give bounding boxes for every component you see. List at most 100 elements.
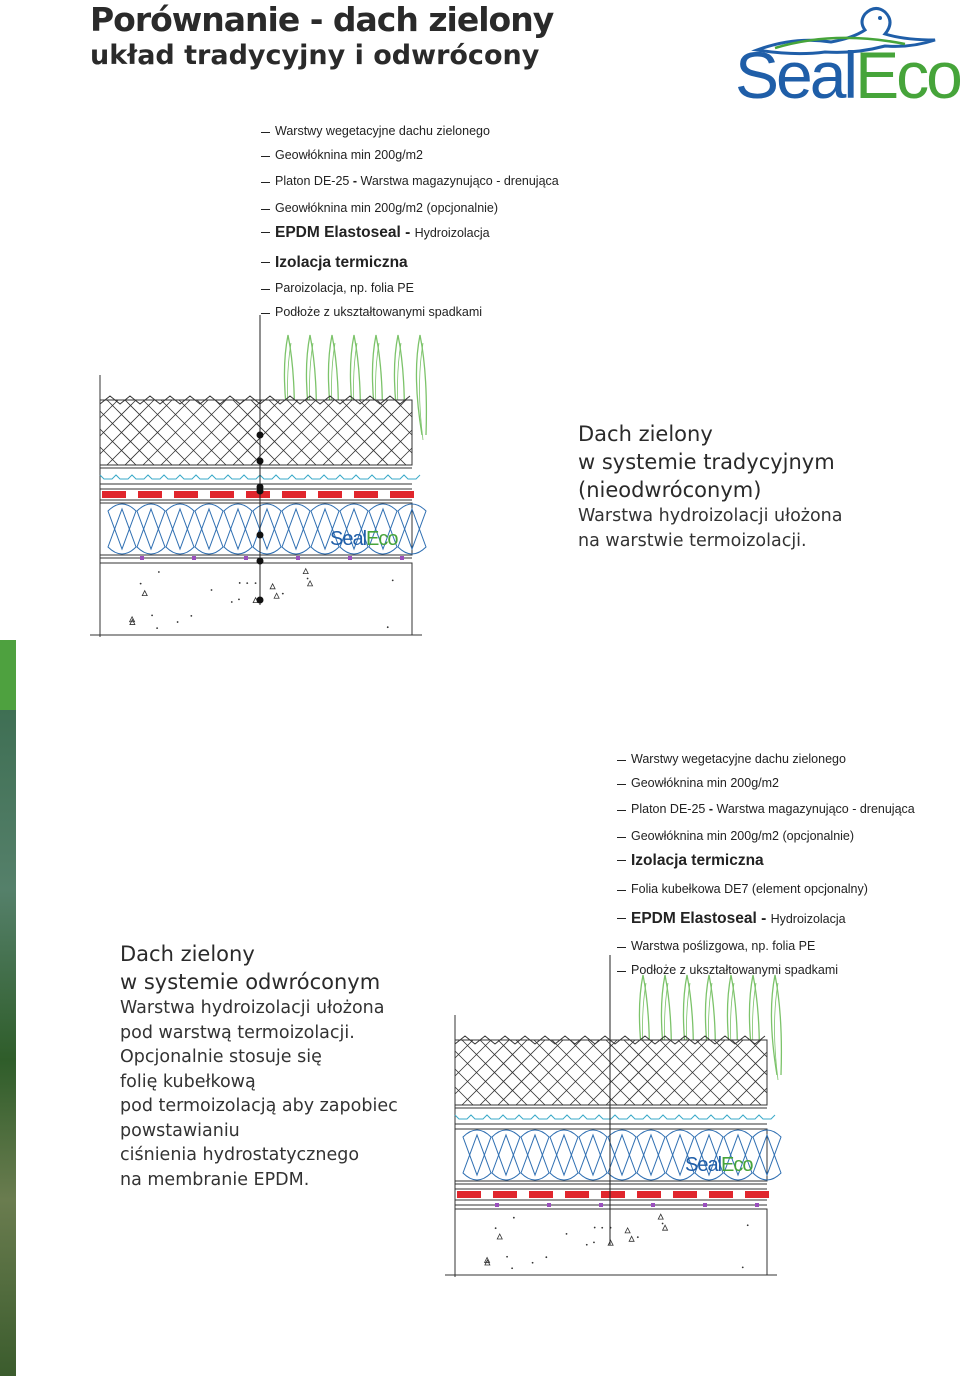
- page-title: Porównanie - dach zielony: [90, 0, 554, 39]
- insulation-loop: [520, 1133, 550, 1181]
- insulation-loop: [281, 507, 311, 555]
- layer-name: Platon DE-25: [631, 802, 706, 816]
- foil-marker: [244, 556, 248, 560]
- hatch-line: [454, 1086, 474, 1106]
- layer-callout: EPDM Elastoseal - Hydroizolacja: [261, 224, 490, 242]
- layer-name: Geowłóknina min 200g/m2: [631, 776, 779, 790]
- insulation-loop: [462, 1129, 492, 1177]
- inverted-heading-2: w systemie odwróconym: [120, 970, 381, 994]
- hatch-line: [160, 399, 227, 466]
- aggregate-mark: [657, 1213, 664, 1220]
- hatch-line: [124, 399, 191, 466]
- plant-blade: [770, 974, 783, 1076]
- thermal-insulation: SealEco: [454, 1128, 782, 1182]
- epdm-segment: [210, 491, 234, 498]
- layer-callout: Platon DE-25 - Warstwa magazynująco - dr…: [261, 174, 559, 188]
- insulation-loop: [520, 1129, 550, 1177]
- foil-marker: [348, 556, 352, 560]
- hatch-line: [232, 399, 299, 466]
- insulation-brand-mark: SealEco: [330, 528, 398, 550]
- aggregate-dot: [545, 1256, 548, 1259]
- insulation-loop: [310, 507, 340, 555]
- layer-name: Geowłóknina min 200g/m2 (opcjonalnie): [275, 201, 499, 215]
- hatch-line: [454, 1039, 474, 1059]
- traditional-heading-3: (nieodwróconym): [578, 478, 762, 502]
- aggregate-mark: [624, 1226, 631, 1234]
- hatch-line: [623, 1039, 690, 1106]
- aggregate-dot: [157, 571, 160, 573]
- layer-callout: Geowłóknina min 200g/m2 (opcjonalnie): [617, 829, 854, 843]
- leader-tick: [261, 182, 270, 183]
- aggregate-mark: [661, 1224, 669, 1231]
- hatch-line: [99, 399, 119, 419]
- epdm-segment: [673, 1191, 697, 1198]
- hatch-line: [731, 1069, 768, 1106]
- hatch-line: [605, 1039, 672, 1106]
- layer-dash: -: [405, 224, 411, 241]
- foil-marker: [599, 1203, 603, 1207]
- leader-tick: [617, 784, 626, 785]
- foil-marker: [296, 556, 300, 560]
- leader-dot: [256, 431, 264, 439]
- hatch-line: [268, 399, 335, 466]
- hatch-line: [454, 1039, 492, 1077]
- epdm-segment: [354, 491, 378, 498]
- hatch-line: [376, 429, 413, 466]
- epdm-segment: [529, 1191, 553, 1198]
- leader-tick: [617, 837, 626, 838]
- layer-name: Izolacja termiczna: [631, 852, 764, 869]
- aggregate-mark: [628, 1235, 635, 1242]
- aggregate-mark: [129, 618, 136, 625]
- aggregate-dot: [565, 1233, 568, 1235]
- hatch-line: [250, 399, 317, 466]
- layer-callout: Warstwy wegetacyjne dachu zielonego: [261, 124, 490, 138]
- hatch-line: [569, 1039, 636, 1106]
- hatch-line: [99, 410, 155, 466]
- insulation-loop: [578, 1129, 608, 1177]
- inverted-body-6: powstawianiu: [120, 1120, 240, 1141]
- insulation-loop: [752, 1133, 782, 1181]
- epdm-segment: [102, 491, 126, 498]
- layer-dash: -: [761, 910, 767, 927]
- aggregate-dot: [531, 1261, 534, 1264]
- layer-callout: EPDM Elastoseal - Hydroizolacja: [617, 910, 846, 928]
- aggregate-dot: [511, 1267, 514, 1270]
- hatch-line: [142, 399, 209, 466]
- aggregate-dot: [601, 1226, 604, 1229]
- insulation-loop: [549, 1133, 579, 1181]
- insulation-loop: [252, 503, 282, 551]
- epdm-segment: [246, 491, 270, 498]
- aggregate-dot: [494, 1227, 497, 1230]
- traditional-body-2: na warstwie termoizolacji.: [578, 530, 807, 551]
- hatch-line: [587, 1039, 654, 1106]
- insulation-loop: [165, 503, 195, 551]
- leader-dot: [256, 596, 264, 604]
- insulation-loop: [694, 1133, 724, 1181]
- hatch-line: [394, 399, 413, 418]
- layer-name: Folia kubełkowa DE7 (element opcjonalny): [631, 882, 868, 896]
- aggregate-dot: [306, 577, 309, 580]
- aggregate-dot: [156, 627, 159, 630]
- aggregate-mark: [483, 1256, 491, 1263]
- hatch-line: [99, 399, 137, 437]
- insulation-loop: [223, 507, 253, 555]
- aggregate-mark: [128, 615, 136, 623]
- foil-marker: [651, 1203, 655, 1207]
- hatch-line: [340, 399, 407, 466]
- plant-blade: [774, 982, 779, 1081]
- hatch-line: [533, 1039, 600, 1106]
- insulation-loop: [694, 1129, 724, 1177]
- insulation-loop: [107, 507, 137, 555]
- thermal-insulation: SealEco: [99, 502, 427, 556]
- layer-name: Paroizolacja, np. folia PE: [275, 281, 414, 295]
- aggregate-dot: [512, 1216, 515, 1219]
- hatch-line: [178, 399, 245, 466]
- substrate-box: [99, 399, 413, 466]
- leader-dot: [256, 487, 264, 495]
- inverted-body-1: Warstwa hydroizolacji ułożona: [120, 998, 385, 1018]
- hatch-line: [304, 399, 371, 466]
- insulation-loop: [607, 1133, 637, 1181]
- inverted-body-4: folię kubełkową: [120, 1071, 256, 1092]
- epdm-membrane: [100, 488, 414, 501]
- layer-detail: Warstwa magazynująco - drenująca: [360, 174, 559, 188]
